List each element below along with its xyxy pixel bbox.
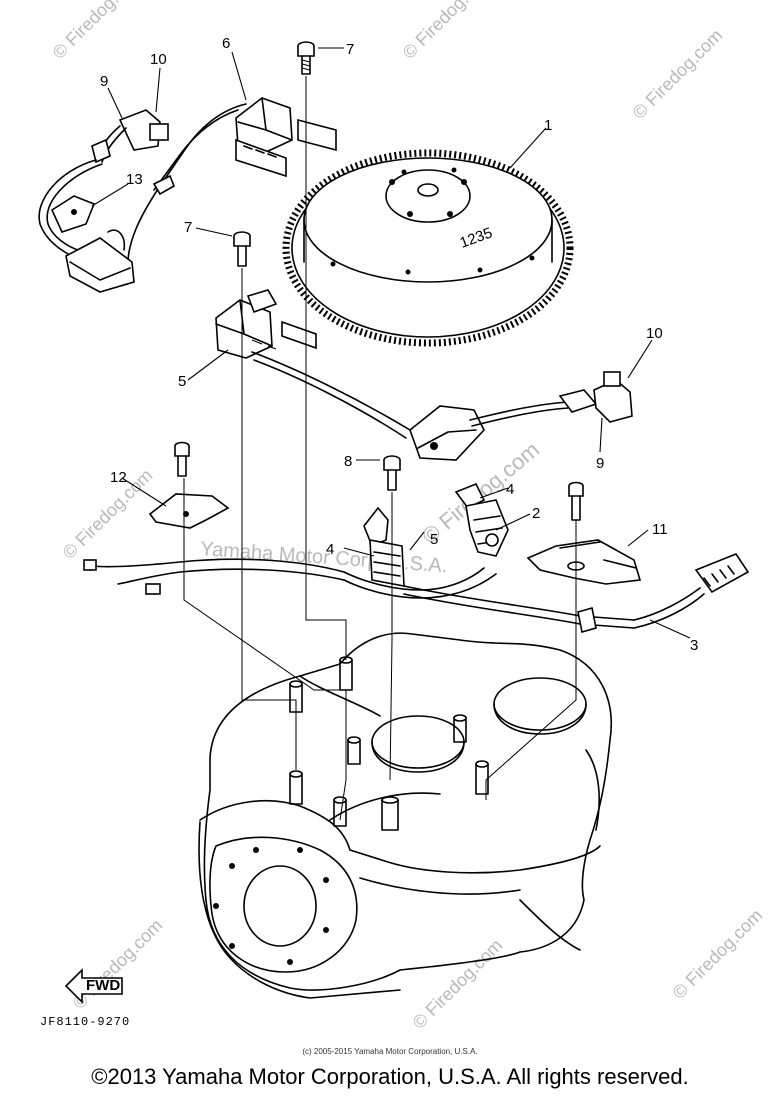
- upper-left-coil-assembly: [38, 97, 337, 293]
- watermark-text: © Firedog.com: [59, 465, 157, 563]
- callout-4b: 4: [326, 541, 334, 558]
- watermark-text: © Firedog.com: [669, 905, 767, 1003]
- bolt-middle: [233, 231, 251, 267]
- watermark-yamaha-text: Yamaha Motor Corp. U.S.A.: [200, 538, 448, 577]
- callout-8: 8: [344, 453, 352, 470]
- callout-12: 12: [110, 469, 127, 486]
- leader-lines: [91, 47, 691, 639]
- source-line: (c) 2005-2015 Yamaha Motor Corporation, …: [302, 1047, 478, 1056]
- callout-10b: 10: [646, 325, 663, 342]
- center-coil-assembly: [215, 289, 633, 461]
- bolt-8: [383, 455, 401, 491]
- watermark-text: © Firedog.com: [409, 935, 507, 1033]
- callout-3: 3: [690, 637, 698, 654]
- fwd-label: FWD: [86, 977, 120, 994]
- bracket-12: [148, 441, 230, 529]
- callout-10a: 10: [150, 51, 167, 68]
- bracket-11: [526, 481, 642, 585]
- watermark-text: © Firedog.com: [49, 0, 147, 63]
- callout-4a: 4: [506, 481, 514, 498]
- callout-5b: 5: [430, 531, 438, 548]
- flywheel: 1235: [282, 149, 574, 347]
- alignment-lines: [183, 76, 577, 821]
- callout-labels: 1 2 3 4 4 5 5 6 7 7 8 9 9 10 10 11 12 13: [100, 35, 698, 654]
- watermark-text: © Firedog.com: [629, 25, 727, 123]
- callout-9b: 9: [596, 455, 604, 472]
- fwd-arrow: FWD: [64, 968, 123, 1004]
- callout-6: 6: [222, 35, 230, 52]
- callout-11: 11: [652, 521, 668, 538]
- watermark-text: © Firedog.com: [399, 0, 497, 63]
- drawing-code: JF8110-9270: [40, 1015, 131, 1029]
- copyright-notice: ©2013 Yamaha Motor Corporation, U.S.A. A…: [91, 1064, 689, 1089]
- watermark-text: © Firedog.com: [69, 915, 167, 1013]
- engine-block: [198, 632, 612, 999]
- pulser-coil-assembly: [83, 482, 750, 634]
- callout-2: 2: [532, 505, 540, 522]
- callout-5a: 5: [178, 373, 186, 390]
- callout-7a: 7: [346, 41, 354, 58]
- callout-13: 13: [126, 171, 143, 188]
- callout-7b: 7: [184, 219, 192, 236]
- callout-9a: 9: [100, 73, 108, 90]
- bolt-upper: [297, 41, 315, 75]
- callout-1: 1: [544, 117, 552, 134]
